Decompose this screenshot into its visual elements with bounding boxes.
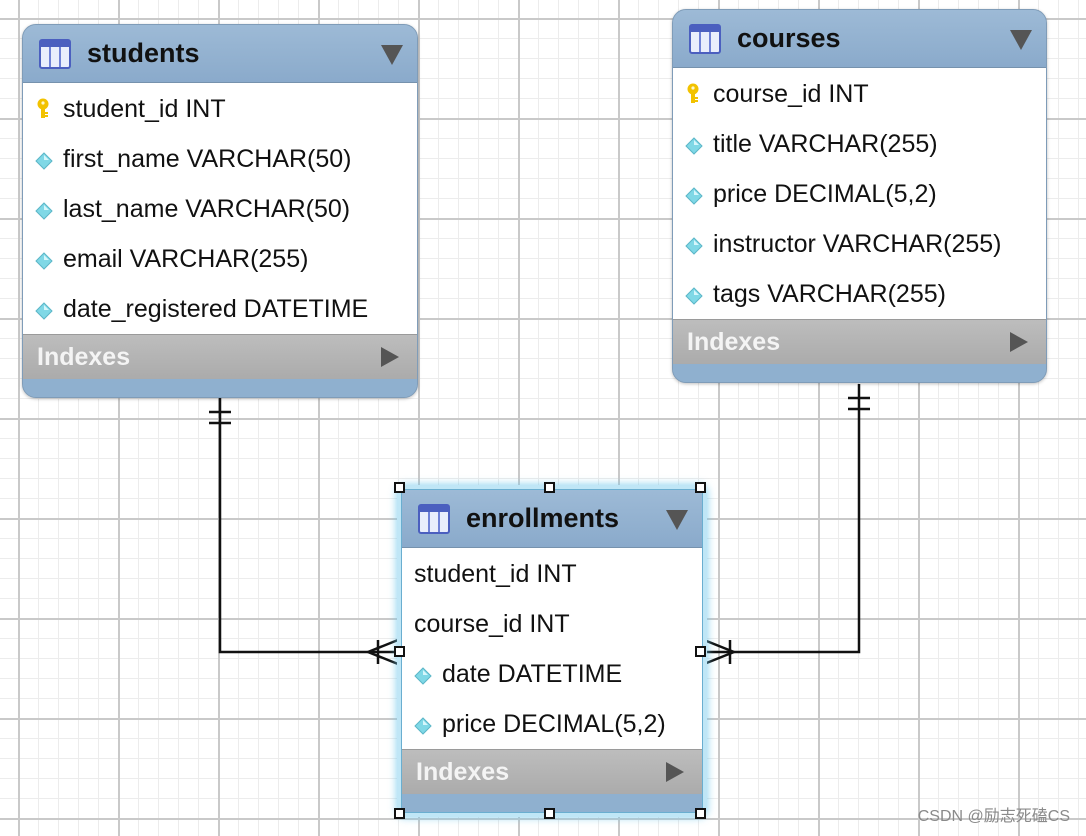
table-header[interactable]: students (23, 25, 417, 83)
indexes-label: Indexes (37, 342, 131, 371)
column-row[interactable]: student_id INT (402, 549, 702, 599)
resize-handle-bottom-right[interactable] (695, 808, 706, 819)
table-title: students (87, 38, 200, 68)
column-list: student_id INT first_name VARCHAR(50) last… (23, 83, 417, 334)
primary-key-icon (35, 98, 51, 120)
column-row[interactable]: first_name VARCHAR(50) (23, 134, 417, 184)
column-label: title VARCHAR(255) (713, 129, 938, 158)
column-label: email VARCHAR(255) (63, 244, 309, 273)
many-crowfoot (367, 638, 399, 654)
relationship-courses-enrollments (702, 384, 861, 654)
column-diamond-icon (685, 183, 703, 205)
column-label: instructor VARCHAR(255) (713, 229, 1002, 258)
table-footer (402, 794, 702, 812)
table-title: courses (737, 23, 841, 53)
column-diamond-icon (685, 233, 703, 255)
column-row[interactable]: course_id INT (402, 599, 702, 649)
resize-handle-top-right[interactable] (695, 482, 706, 493)
column-label: tags VARCHAR(255) (713, 279, 946, 308)
column-row[interactable]: course_id INT (673, 69, 1046, 119)
resize-handle-bottom[interactable] (544, 808, 555, 819)
expand-triangle-icon[interactable] (1010, 332, 1028, 352)
indexes-section[interactable]: Indexes (402, 749, 702, 794)
column-diamond-icon (35, 298, 53, 320)
table-enrollments[interactable]: enrollments student_id INT course_id INT d… (401, 489, 703, 813)
table-icon (689, 23, 721, 54)
table-footer (673, 364, 1046, 382)
column-row[interactable]: tags VARCHAR(255) (673, 269, 1046, 319)
many-crowfoot (367, 650, 399, 666)
column-label: date DATETIME (442, 659, 623, 688)
indexes-label: Indexes (416, 757, 510, 786)
table-header[interactable]: courses (673, 10, 1046, 68)
indexes-section[interactable]: Indexes (23, 334, 417, 379)
column-row[interactable]: last_name VARCHAR(50) (23, 184, 417, 234)
resize-handle-left[interactable] (394, 646, 405, 657)
column-list: course_id INT title VARCHAR(255) price DEC… (673, 68, 1046, 319)
table-courses[interactable]: courses course_id INT title VARCHAR(255) p… (672, 9, 1047, 383)
column-diamond-icon (414, 663, 432, 685)
column-row[interactable]: student_id INT (23, 84, 417, 134)
column-diamond-icon (685, 133, 703, 155)
primary-key-icon (685, 83, 701, 105)
column-label: course_id INT (713, 79, 869, 108)
column-row[interactable]: date DATETIME (402, 649, 702, 699)
table-students[interactable]: students student_id INT first_name VARCHA… (22, 24, 418, 398)
column-row[interactable]: title VARCHAR(255) (673, 119, 1046, 169)
column-row[interactable]: price DECIMAL(5,2) (402, 699, 702, 749)
column-label: student_id INT (63, 94, 226, 123)
table-footer (23, 379, 417, 397)
column-label: first_name VARCHAR(50) (63, 144, 352, 173)
column-row[interactable]: instructor VARCHAR(255) (673, 219, 1046, 269)
column-label: last_name VARCHAR(50) (63, 194, 351, 223)
collapse-triangle-icon[interactable] (666, 509, 688, 530)
column-row[interactable]: date_registered DATETIME (23, 284, 417, 334)
expand-triangle-icon[interactable] (666, 762, 684, 782)
indexes-section[interactable]: Indexes (673, 319, 1046, 364)
column-diamond-icon (35, 198, 53, 220)
resize-handle-bottom-left[interactable] (394, 808, 405, 819)
collapse-triangle-icon[interactable] (1010, 29, 1032, 50)
column-diamond-icon (414, 713, 432, 735)
expand-triangle-icon[interactable] (381, 347, 399, 367)
column-label: date_registered DATETIME (63, 294, 369, 323)
column-diamond-icon (35, 148, 53, 170)
collapse-triangle-icon[interactable] (381, 44, 403, 65)
column-diamond-icon (35, 248, 53, 270)
column-row[interactable]: price DECIMAL(5,2) (673, 169, 1046, 219)
resize-handle-top-left[interactable] (394, 482, 405, 493)
column-label: price DECIMAL(5,2) (713, 179, 937, 208)
table-header[interactable]: enrollments (402, 490, 702, 548)
column-diamond-icon (685, 283, 703, 305)
table-title: enrollments (466, 503, 620, 533)
resize-handle-right[interactable] (695, 646, 706, 657)
column-label: student_id INT (414, 559, 577, 588)
column-label: course_id INT (414, 609, 570, 638)
column-list: student_id INT course_id INT date DATETIME… (402, 548, 702, 749)
table-icon (39, 38, 71, 69)
table-icon (418, 503, 450, 534)
indexes-label: Indexes (687, 327, 781, 356)
column-label: price DECIMAL(5,2) (442, 709, 666, 738)
watermark: CSDN @励志死磕CS (917, 808, 1070, 825)
column-row[interactable]: email VARCHAR(255) (23, 234, 417, 284)
resize-handle-top[interactable] (544, 482, 555, 493)
relationship-students-enrollments (218, 398, 400, 654)
